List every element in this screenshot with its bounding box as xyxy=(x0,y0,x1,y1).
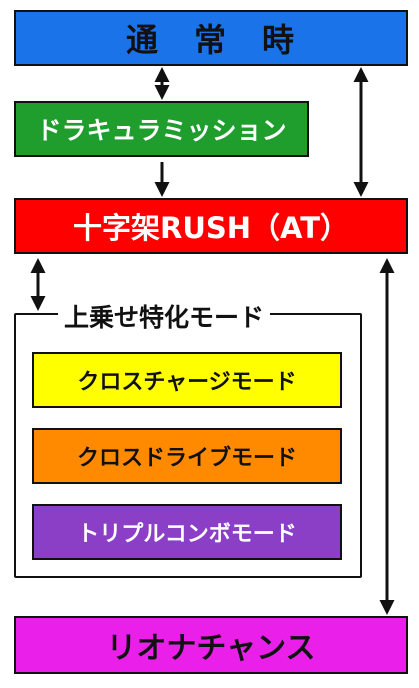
normal-box: 通 常 時 xyxy=(14,10,408,66)
rush-label: 十字架RUSH（AT） xyxy=(72,211,349,245)
dracula-mission-box: ドラキュラミッション xyxy=(14,101,309,157)
cross-drive-mode-label: クロスドライブモード xyxy=(76,446,297,471)
triple-combo-mode-label: トリプルコンボモード xyxy=(77,522,297,547)
normal-label: 通 常 時 xyxy=(125,21,296,59)
cross-drive-mode-box: クロスドライブモード xyxy=(32,428,342,484)
triple-combo-mode-box: トリプルコンボモード xyxy=(32,504,342,560)
rionna-chance-label: リオナチャンス xyxy=(106,631,316,666)
dracula-mission-label: ドラキュラミッション xyxy=(36,116,287,145)
rionna-chance-box: リオナチャンス xyxy=(14,616,408,674)
rush-box: 十字架RUSH（AT） xyxy=(14,198,408,254)
cross-charge-mode-box: クロスチャージモード xyxy=(32,352,342,408)
cross-charge-mode-label: クロスチャージモード xyxy=(77,370,297,395)
special-mode-group-title: 上乗せ特化モード xyxy=(58,298,271,334)
